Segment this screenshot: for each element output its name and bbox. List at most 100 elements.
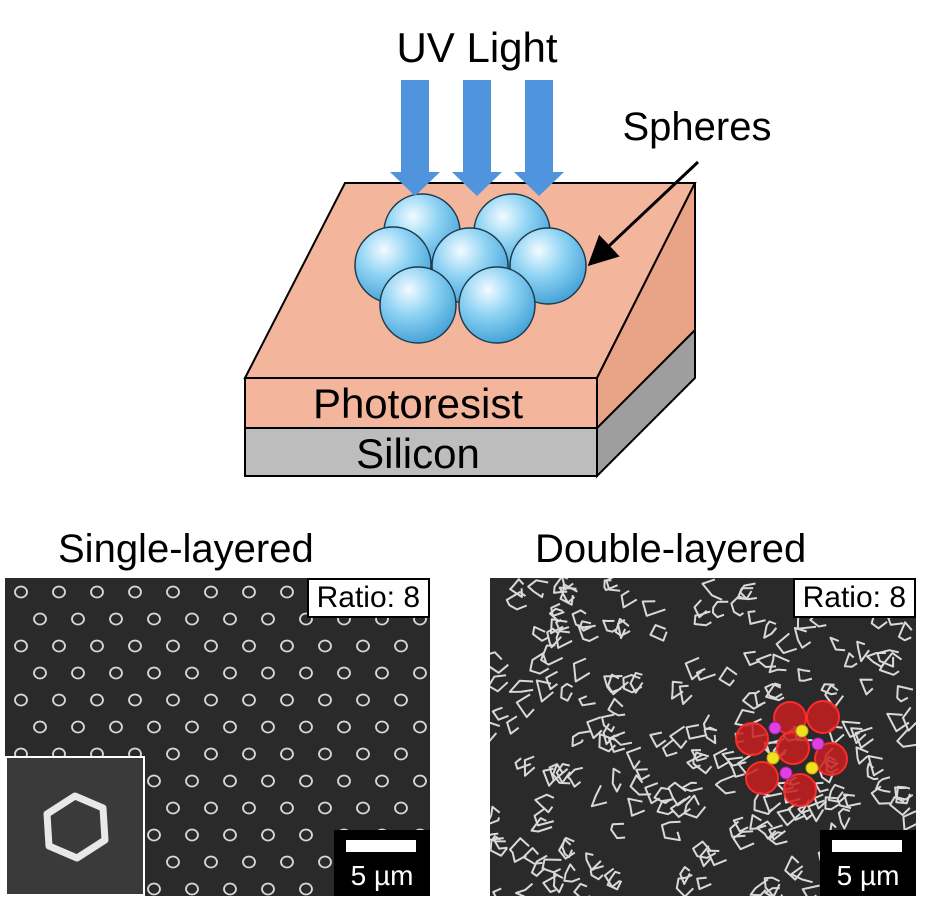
squiggle-feature xyxy=(579,620,592,632)
squiggle-feature xyxy=(696,876,712,891)
ring-feature xyxy=(52,639,66,653)
ring-feature xyxy=(375,774,389,788)
yellow-site-marker xyxy=(805,761,819,775)
ring-feature xyxy=(413,666,427,680)
ring-feature xyxy=(394,747,408,761)
ring-feature xyxy=(280,855,294,869)
uv-arrows xyxy=(390,80,564,196)
uv-arrow-icon xyxy=(514,80,564,196)
ring-feature xyxy=(242,801,256,815)
ring-feature xyxy=(318,801,332,815)
large-site-marker xyxy=(735,722,769,756)
squiggle-feature xyxy=(530,854,548,877)
ring-feature xyxy=(356,693,370,707)
squiggle-feature xyxy=(578,695,596,707)
large-site-marker xyxy=(783,773,817,807)
squiggle-feature xyxy=(603,867,621,888)
squiggle-feature xyxy=(896,728,916,748)
squiggle-feature xyxy=(508,679,534,693)
ring-feature xyxy=(204,855,218,869)
squiggle-feature xyxy=(695,667,716,681)
squiggle-feature xyxy=(662,739,678,757)
squiggle-feature xyxy=(532,625,550,642)
ring-feature xyxy=(71,720,85,734)
squiggle-feature xyxy=(515,693,535,719)
squiggle-feature xyxy=(514,757,532,770)
ring-feature xyxy=(128,693,142,707)
ring-feature xyxy=(299,720,313,734)
ring-feature xyxy=(280,693,294,707)
squiggle-feature xyxy=(896,685,914,703)
ring-feature xyxy=(71,612,85,626)
squiggle-feature xyxy=(649,731,667,748)
squiggle-feature xyxy=(787,802,806,821)
ring-feature xyxy=(413,774,427,788)
ring-feature xyxy=(185,666,199,680)
squiggle-feature xyxy=(820,683,837,696)
squiggle-feature xyxy=(768,824,787,841)
ring-feature xyxy=(318,693,332,707)
squiggle-feature xyxy=(765,682,785,702)
ring-feature xyxy=(223,882,237,896)
ring-feature xyxy=(223,828,237,842)
squiggle-feature xyxy=(656,798,675,816)
sphere xyxy=(379,266,457,344)
ring-feature xyxy=(147,774,161,788)
squiggle-feature xyxy=(714,774,736,795)
ring-feature xyxy=(90,585,104,599)
squiggle-feature xyxy=(641,600,666,617)
hexagonal-ring-icon xyxy=(43,792,109,862)
squiggle-feature xyxy=(506,715,520,735)
squiggle-feature xyxy=(764,887,784,896)
squiggle-feature xyxy=(649,624,668,642)
ring-feature xyxy=(185,828,199,842)
squiggle-feature xyxy=(776,807,801,827)
ring-feature xyxy=(223,666,237,680)
squiggle-feature xyxy=(678,684,693,705)
ring-feature xyxy=(280,639,294,653)
squiggle-feature xyxy=(763,620,778,639)
ring-feature xyxy=(147,720,161,734)
squiggle-feature xyxy=(505,591,528,611)
ring-feature xyxy=(356,747,370,761)
ring-feature xyxy=(14,585,28,599)
squiggle-feature xyxy=(603,675,623,694)
ring-feature xyxy=(185,774,199,788)
squiggle-feature xyxy=(490,651,509,674)
ring-feature xyxy=(299,666,313,680)
squiggle-feature xyxy=(605,578,621,592)
squiggle-feature xyxy=(561,578,574,591)
squiggle-feature xyxy=(553,578,568,594)
squiggle-feature xyxy=(669,725,688,749)
squiggle-feature xyxy=(894,786,914,801)
squiggle-feature xyxy=(755,820,777,840)
ring-feature xyxy=(185,612,199,626)
squiggle-feature xyxy=(660,820,681,842)
ring-feature xyxy=(299,774,313,788)
large-site-marker xyxy=(745,761,779,795)
large-site-marker xyxy=(814,742,848,776)
ring-feature xyxy=(394,639,408,653)
ring-feature xyxy=(204,693,218,707)
ring-feature xyxy=(223,612,237,626)
squiggle-feature xyxy=(571,730,591,748)
yellow-site-marker xyxy=(766,751,780,765)
squiggle-feature xyxy=(541,858,562,874)
ring-feature xyxy=(185,882,199,896)
squiggle-feature xyxy=(577,624,599,642)
ring-feature xyxy=(109,720,123,734)
ring-feature xyxy=(204,801,218,815)
squiggle-feature xyxy=(801,884,820,896)
squiggle-feature xyxy=(732,816,749,833)
squiggle-feature xyxy=(617,618,627,640)
squiggle-feature xyxy=(837,807,851,830)
squiggle-feature xyxy=(768,831,788,846)
squiggle-feature xyxy=(529,652,550,675)
ring-feature xyxy=(280,585,294,599)
silicon-layer xyxy=(244,327,696,479)
ring-feature xyxy=(337,774,351,788)
lattice-overlay xyxy=(735,700,848,807)
squiggle-feature xyxy=(755,653,777,668)
large-site-marker xyxy=(776,731,810,765)
large-site-marker xyxy=(806,700,840,734)
